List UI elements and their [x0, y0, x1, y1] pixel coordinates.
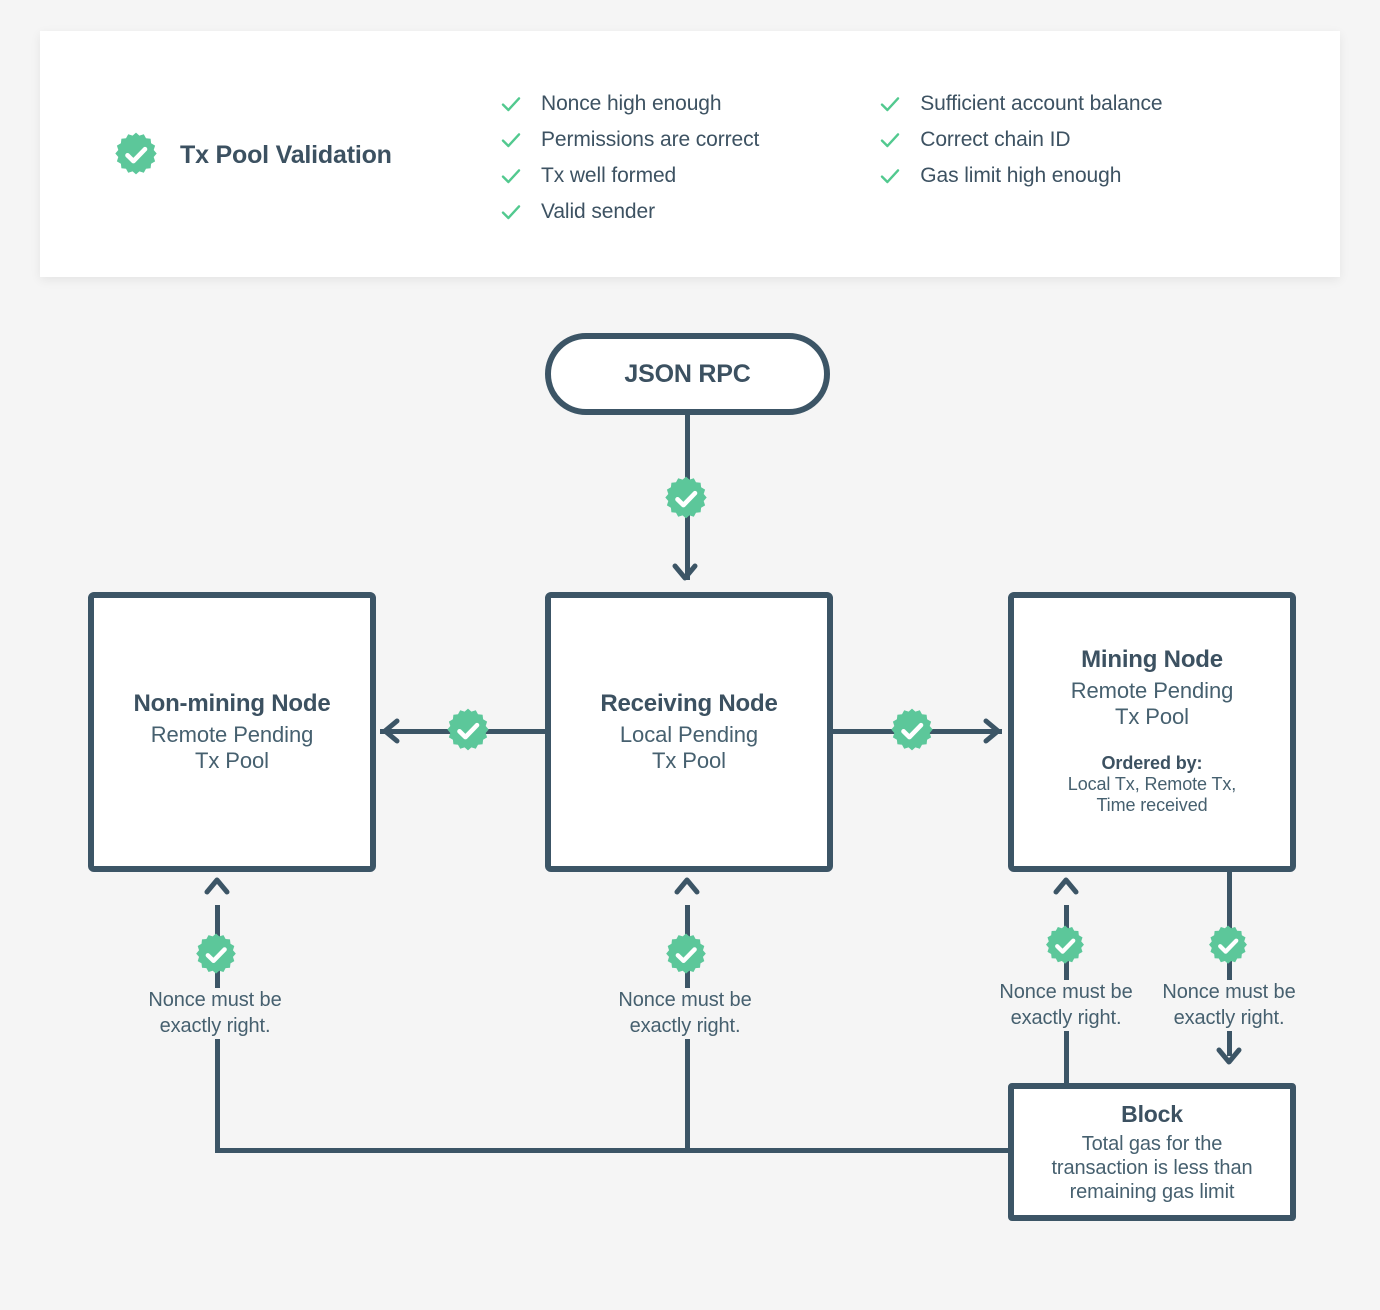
list-item-label: Nonce high enough: [541, 91, 722, 115]
check-seal-icon: [112, 131, 160, 179]
badge-block-to-nonmining-icon: [193, 932, 239, 978]
validation-checklist: Nonce high enough Permissions are correc…: [500, 89, 1163, 226]
node-block[interactable]: Block Total gas for the transaction is l…: [1008, 1083, 1296, 1221]
ordered-by-value: Local Tx, Remote Tx, Time received: [1067, 773, 1237, 816]
node-title: Non-mining Node: [133, 689, 331, 717]
arrowhead-left-nonmining: [377, 718, 401, 749]
node-subtitle: Total gas for the transaction is less th…: [1051, 1132, 1253, 1203]
page-title: Tx Pool Validation: [180, 140, 392, 169]
check-icon: [500, 201, 522, 223]
validation-column-2: Sufficient account balance Correct chain…: [879, 89, 1163, 226]
caption-nonce-mining-in: Nonce must be exactly right.: [986, 980, 1146, 1032]
list-item-label: Correct chain ID: [920, 127, 1071, 151]
badge-rpc-to-receiving-icon: [662, 475, 710, 523]
badge-mining-to-block-icon: [1206, 924, 1250, 968]
list-item: Correct chain ID: [879, 125, 1162, 154]
check-icon: [500, 129, 522, 151]
list-item-label: Valid sender: [541, 199, 655, 223]
node-subtitle: Remote Pending Tx Pool: [1070, 678, 1234, 730]
list-item-label: Tx well formed: [541, 163, 677, 187]
list-item: Gas limit high enough: [879, 161, 1162, 190]
node-mining[interactable]: Mining Node Remote Pending Tx Pool Order…: [1008, 592, 1296, 872]
badge-receiving-to-mining-icon: [888, 707, 936, 755]
list-item: Sufficient account balance: [879, 89, 1163, 118]
list-item-label: Permissions are correct: [541, 127, 760, 151]
node-subtitle: Local Pending Tx Pool: [619, 721, 759, 773]
node-title: Receiving Node: [600, 689, 778, 717]
edge-mining-to-block: [1227, 872, 1232, 1056]
node-json-rpc[interactable]: JSON RPC: [545, 333, 830, 415]
node-subtitle: Remote Pending Tx Pool: [150, 721, 314, 773]
tx-pool-validation-panel: Tx Pool Validation Nonce high enough Per…: [40, 31, 1340, 277]
arrowhead-up-nonmining: [204, 872, 230, 901]
list-item: Nonce high enough: [500, 89, 759, 118]
node-receiving[interactable]: Receiving Node Local Pending Tx Pool: [545, 592, 833, 872]
arrowhead-right-mining: [982, 718, 1006, 749]
node-title: Mining Node: [1081, 646, 1223, 673]
node-title: Block: [1121, 1100, 1183, 1127]
arrowhead-down-receiving: [672, 562, 698, 591]
node-non-mining[interactable]: Non-mining Node Remote Pending Tx Pool: [88, 592, 376, 872]
check-icon: [879, 93, 901, 115]
check-icon: [879, 129, 901, 151]
validation-column-1: Nonce high enough Permissions are correc…: [500, 89, 759, 226]
check-icon: [500, 93, 522, 115]
caption-nonce-middle: Nonce must be exactly right.: [605, 988, 765, 1040]
ordered-by-heading: Ordered by:: [1101, 752, 1203, 773]
node-title: JSON RPC: [624, 359, 751, 388]
edge-block-return-bus: [215, 1148, 1010, 1153]
arrowhead-down-block: [1216, 1046, 1242, 1075]
caption-nonce-mining-out: Nonce must be exactly right.: [1149, 980, 1309, 1032]
panel-title-group: Tx Pool Validation: [112, 131, 392, 179]
list-item: Valid sender: [500, 197, 759, 226]
check-icon: [879, 165, 901, 187]
badge-block-to-mining-icon: [1043, 924, 1087, 968]
list-item-label: Sufficient account balance: [920, 91, 1163, 115]
badge-receiving-to-nonmining-icon: [444, 707, 492, 755]
arrowhead-up-mining: [1053, 872, 1079, 901]
check-icon: [500, 165, 522, 187]
caption-nonce-left: Nonce must be exactly right.: [135, 988, 295, 1040]
arrowhead-up-receiving: [674, 872, 700, 901]
list-item: Permissions are correct: [500, 125, 759, 154]
badge-block-to-receiving-icon: [663, 932, 709, 978]
list-item-label: Gas limit high enough: [920, 163, 1122, 187]
list-item: Tx well formed: [500, 161, 759, 190]
